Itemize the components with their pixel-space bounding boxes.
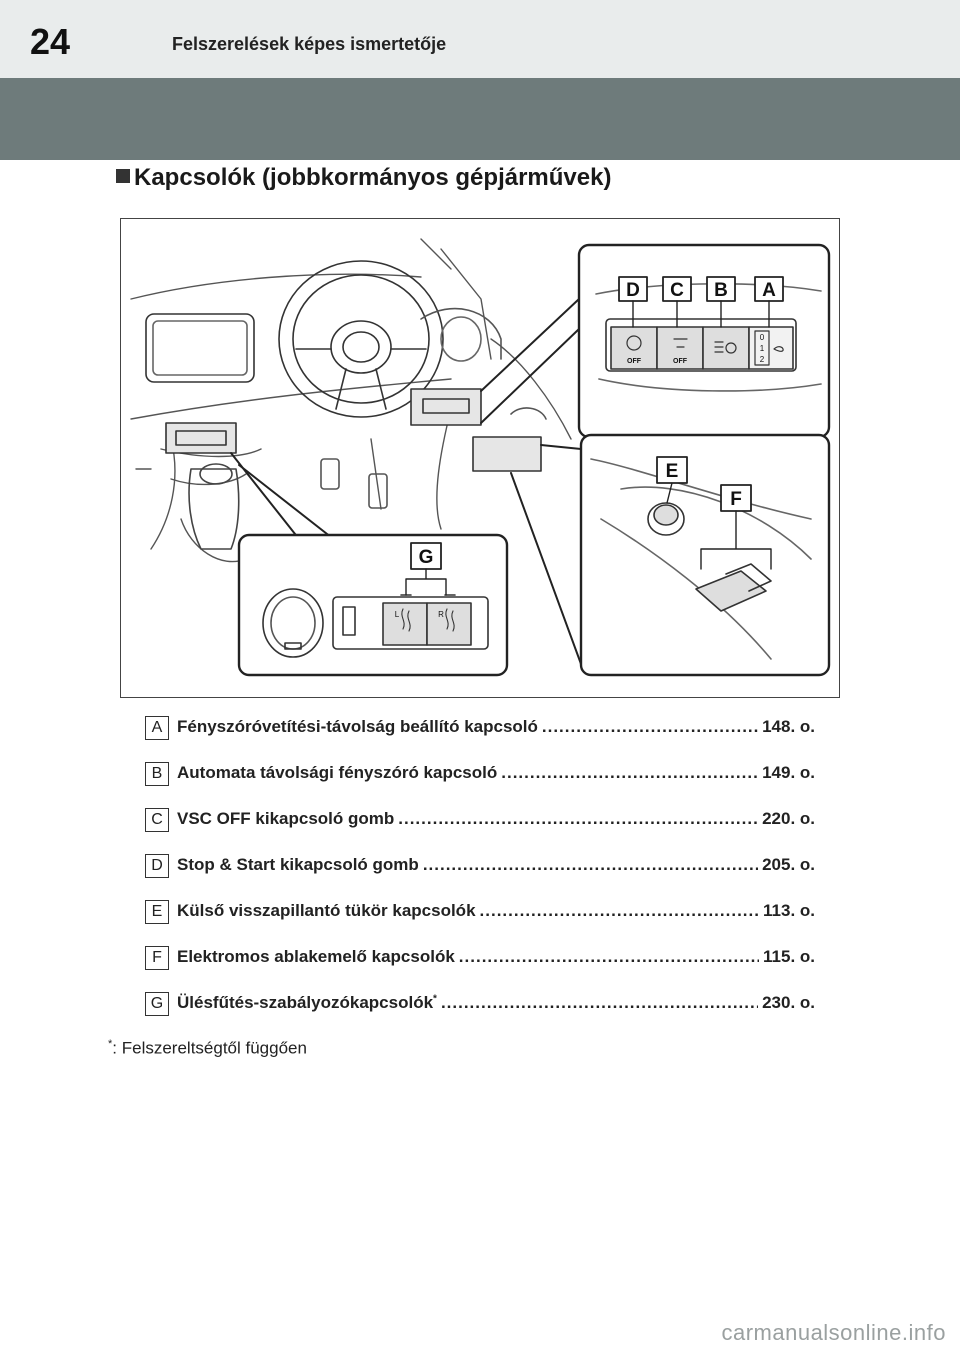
list-item: G Ülésfűtés-szabályozókapcsolók* 230. o.	[145, 988, 815, 1034]
item-label: Ülésfűtés-szabályozókapcsolók*	[177, 993, 437, 1013]
callout-f: F	[730, 489, 742, 510]
list-item: A Fényszóróvetítési-távolság beállító ka…	[145, 712, 815, 758]
list-item: D Stop & Start kikapcsoló gomb 205. o.	[145, 850, 815, 896]
switch-text-off-2: OFF	[673, 358, 688, 365]
inset-seat-heater-switches	[237, 533, 509, 677]
level-text-0: 0	[760, 333, 765, 342]
inset-dash-switches	[577, 243, 831, 439]
leader-dots	[441, 993, 758, 1013]
item-badge: F	[145, 946, 169, 970]
center-display	[145, 313, 255, 383]
list-item: F Elektromos ablakemelő kapcsolók 115. o.	[145, 942, 815, 988]
level-text-1: 1	[760, 344, 765, 353]
item-page: 220. o.	[762, 809, 815, 828]
item-page: 149. o.	[762, 763, 815, 782]
square-bullet-icon	[116, 169, 130, 183]
item-label-text: Ülésfűtés-szabályozókapcsolók	[177, 993, 434, 1012]
leader-dots	[542, 717, 758, 737]
callout-e: E	[666, 461, 679, 482]
leader-dots	[459, 947, 759, 967]
callout-a: A	[762, 280, 776, 301]
item-badge: B	[145, 762, 169, 786]
level-text-2: 2	[760, 355, 765, 364]
section-title: Kapcsolók (jobbkormányos gépjárművek)	[116, 164, 611, 192]
header-dark-band	[0, 78, 960, 160]
page-number: 24	[30, 21, 71, 62]
inset-door-switches	[579, 433, 831, 677]
leader-dots	[480, 901, 759, 921]
item-page: 205. o.	[762, 855, 815, 874]
item-badge: G	[145, 992, 169, 1016]
item-label: Elektromos ablakemelő kapcsolók	[177, 947, 455, 966]
inset-dash-labels: D C B A OFF OFF 0 1 2	[626, 280, 776, 365]
callout-b: B	[714, 280, 728, 301]
switch-reference-list: A Fényszóróvetítési-távolság beállító ka…	[145, 712, 815, 1034]
footnote: *: Felszereltségtől függően	[108, 1038, 307, 1059]
callout-g: G	[419, 547, 434, 568]
switch-text-off-1: OFF	[627, 358, 642, 365]
footnote-text: : Felszereltségtől függően	[112, 1038, 307, 1058]
list-item: B Automata távolsági fényszóró kapcsoló 1…	[145, 758, 815, 804]
item-label: Külső visszapillantó tükör kapcsolók	[177, 901, 476, 920]
list-item: C VSC OFF kikapcsoló gomb 220. o.	[145, 804, 815, 850]
item-label: Fényszóróvetítési-távolság beállító kapc…	[177, 717, 538, 736]
item-page: 115. o.	[763, 947, 815, 966]
footnote-mark: *	[433, 993, 437, 1005]
footnote-mark: *	[108, 1038, 113, 1050]
callout-d: D	[626, 280, 640, 301]
leader-dots	[423, 855, 758, 875]
dashboard-lines	[130, 238, 590, 563]
item-page: 230. o.	[762, 993, 815, 1012]
watermark: carmanualsonline.info	[721, 1320, 946, 1345]
item-page: 148. o.	[762, 717, 815, 736]
seat-text-l: L	[395, 610, 400, 619]
section-title-text: Kapcsolók (jobbkormányos gépjárművek)	[134, 164, 612, 191]
running-title: Felszerelések képes ismertetője	[172, 34, 447, 54]
switch-location-figure: D C B A OFF OFF 0 1 2 E F	[120, 218, 840, 698]
leader-dots	[398, 809, 758, 829]
item-label: VSC OFF kikapcsoló gomb	[177, 809, 395, 828]
item-badge: E	[145, 900, 169, 924]
item-label: Automata távolsági fényszóró kapcsoló	[177, 763, 498, 782]
item-label: Stop & Start kikapcsoló gomb	[177, 855, 419, 874]
seat-text-r: R	[438, 610, 444, 619]
item-badge: C	[145, 808, 169, 832]
header-band	[0, 0, 960, 78]
inset-seat-labels: G L R	[395, 547, 444, 619]
callout-c: C	[670, 280, 684, 301]
leader-dots	[501, 763, 758, 783]
item-badge: A	[145, 716, 169, 740]
item-badge: D	[145, 854, 169, 878]
list-item: E Külső visszapillantó tükör kapcsolók 11…	[145, 896, 815, 942]
inset-door-labels: E F	[666, 461, 742, 510]
steering-wheel	[278, 260, 444, 418]
item-page: 113. o.	[763, 901, 815, 920]
dashboard-illustration: D C B A OFF OFF 0 1 2 E F	[130, 238, 831, 677]
